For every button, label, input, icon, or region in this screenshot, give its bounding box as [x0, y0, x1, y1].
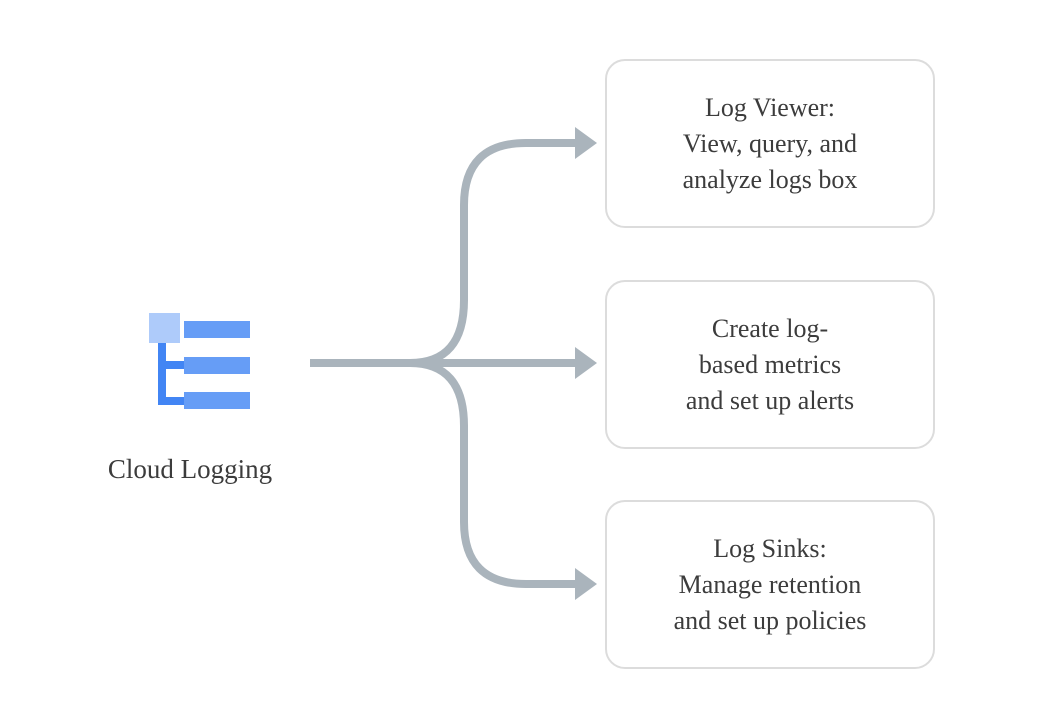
box-line: and set up policies	[673, 605, 867, 635]
arrowhead-1	[575, 127, 597, 159]
arrowhead-2	[575, 347, 597, 379]
connector-branch-3	[409, 359, 578, 588]
box-line: based metrics	[698, 349, 842, 379]
box-line: Create log-	[711, 313, 829, 343]
box-line: Manage retention	[678, 569, 862, 599]
connector-branch-1	[409, 139, 578, 367]
target-box-log-sinks: Log Sinks: Manage retention and set up p…	[605, 500, 935, 669]
box-line: View, query, and	[682, 128, 858, 158]
target-box-text: Log Sinks: Manage retention and set up p…	[674, 531, 867, 639]
arrowhead-3	[575, 568, 597, 600]
box-line: analyze logs box	[682, 164, 858, 194]
box-line: Log Viewer:	[704, 92, 836, 122]
target-box-log-metrics: Create log- based metrics and set up ale…	[605, 280, 935, 449]
target-box-text: Create log- based metrics and set up ale…	[686, 311, 854, 419]
target-box-text: Log Viewer: View, query, and analyze log…	[683, 90, 858, 198]
cloud-logging-icon	[149, 313, 250, 409]
target-box-log-viewer: Log Viewer: View, query, and analyze log…	[605, 59, 935, 228]
source-label: Cloud Logging	[107, 454, 273, 484]
box-line: and set up alerts	[685, 385, 855, 415]
box-line: Log Sinks:	[713, 533, 827, 563]
